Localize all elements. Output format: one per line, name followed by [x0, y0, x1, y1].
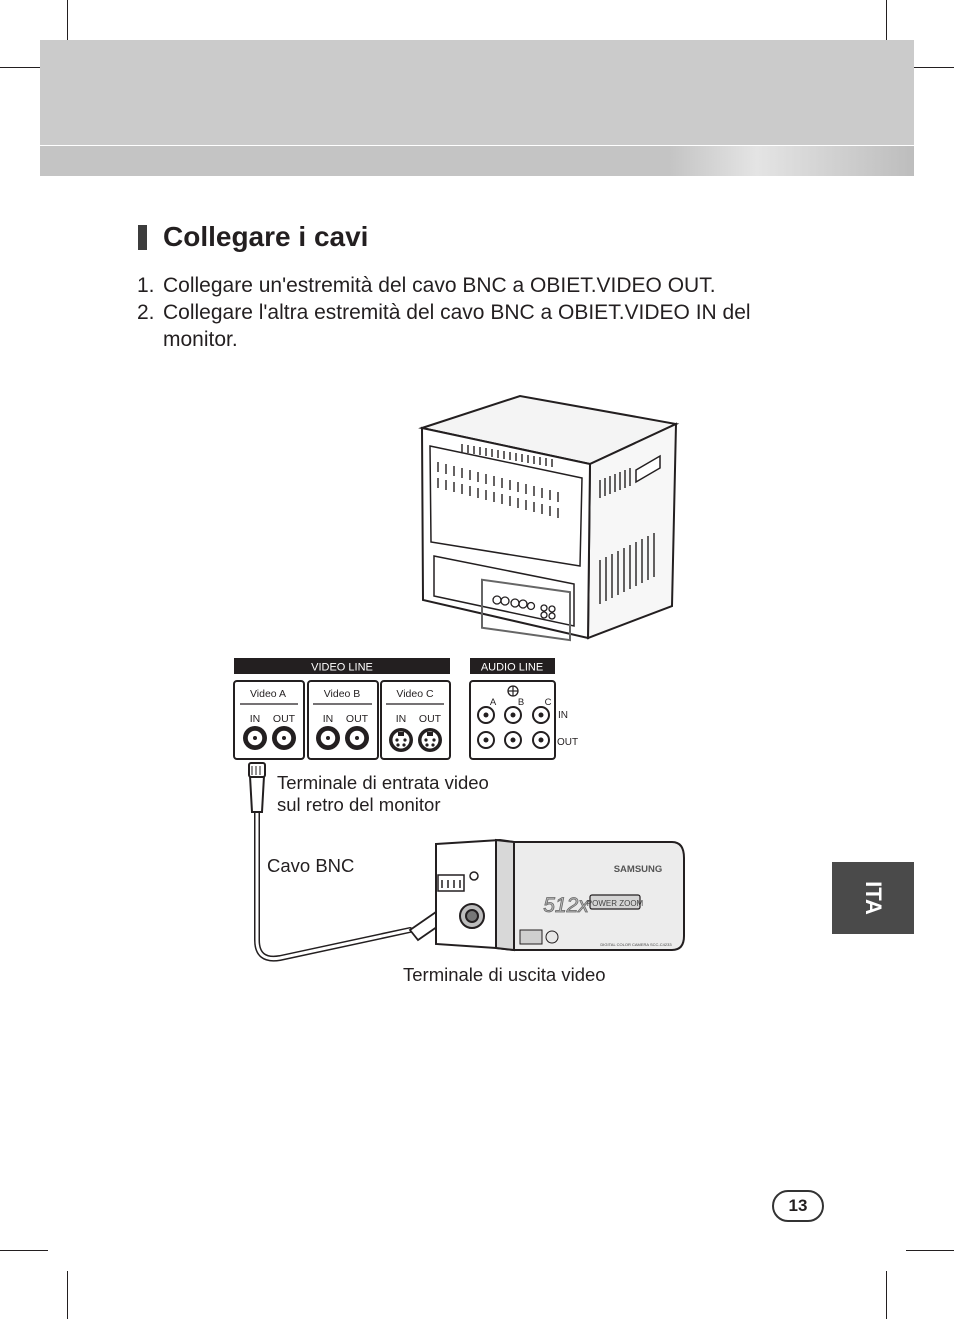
- crop-mark: [0, 1250, 48, 1251]
- audio-line-header: [470, 658, 555, 674]
- crop-mark: [886, 1271, 887, 1319]
- audio-out-label: OUT: [557, 737, 578, 748]
- video-c-label: Video C: [396, 688, 434, 700]
- monitor-input-label-line1: Terminale di entrata video: [277, 772, 489, 793]
- header-band: [40, 40, 914, 145]
- video-c-in-label: IN: [396, 713, 407, 725]
- crop-mark: [67, 1271, 68, 1319]
- camera-output-label: Terminale di uscita video: [403, 964, 606, 985]
- camera-brand: SAMSUNG: [614, 864, 663, 875]
- monitor-rear-connectors: [492, 595, 556, 620]
- crop-mark: [0, 67, 48, 68]
- video-line-header: [234, 658, 450, 674]
- video-b-label: Video B: [324, 688, 361, 700]
- crop-mark: [906, 67, 954, 68]
- step-2-continuation: monitor.: [163, 328, 238, 351]
- language-tab-label: ITA: [861, 881, 886, 915]
- audio-line-label: AUDIO LINE: [481, 662, 543, 674]
- section-title: Collegare i cavi: [163, 221, 369, 252]
- audio-a-label: A: [490, 697, 497, 708]
- audio-b-label: B: [518, 697, 524, 708]
- video-b-in-label: IN: [323, 713, 334, 725]
- bnc-connectors: [243, 726, 369, 750]
- step-number: 1.: [137, 274, 155, 297]
- video-b-out-label: OUT: [346, 713, 369, 725]
- video-line-label: VIDEO LINE: [311, 662, 373, 674]
- step-number: 2.: [137, 301, 155, 324]
- video-a-out-label: OUT: [273, 713, 296, 725]
- header-strip: [40, 146, 914, 176]
- video-c-out-label: OUT: [419, 713, 442, 725]
- svideo-connectors: [389, 728, 442, 752]
- crop-mark: [886, 0, 887, 48]
- camera-illustration: [435, 838, 685, 952]
- title-marker: [138, 225, 147, 250]
- monitor-illustration: [418, 394, 680, 642]
- video-a-label: Video A: [250, 688, 286, 700]
- audio-c-label: C: [545, 697, 552, 708]
- step-1: 1. Collegare un'estremità del cavo BNC a …: [137, 272, 716, 299]
- crop-mark: [67, 0, 68, 48]
- step-2: 2. Collegare l'altra estremità del cavo B…: [137, 299, 751, 326]
- video-a-in-label: IN: [250, 713, 261, 725]
- language-tab: ITA: [832, 862, 914, 934]
- cable-label: Cavo BNC: [267, 855, 355, 876]
- camera-power-zoom: POWER ZOOM: [587, 899, 644, 908]
- crop-mark: [906, 1250, 954, 1251]
- camera-model-text: DIGITAL COLOR CAMERA SCC-C4233: [600, 942, 672, 947]
- audio-in-label: IN: [558, 710, 568, 721]
- camera-zoom: 512x: [543, 894, 590, 917]
- step-text: Collegare un'estremità del cavo BNC a OB…: [163, 274, 716, 297]
- monitor-input-label-line2: sul retro del monitor: [277, 794, 441, 815]
- page-number: 13: [772, 1190, 824, 1222]
- monitor-vents: [437, 444, 655, 604]
- step-text: Collegare l'altra estremità del cavo BNC…: [163, 301, 751, 324]
